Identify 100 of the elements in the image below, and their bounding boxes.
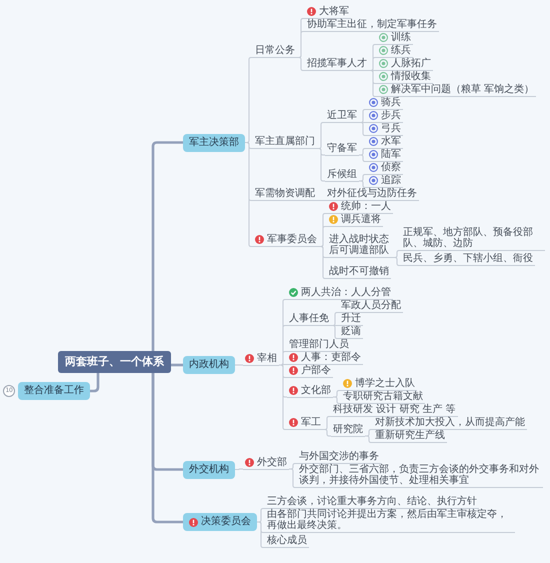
- connector-line: [358, 180, 368, 188]
- main-topic-box: 内政机构: [183, 356, 235, 374]
- subtopic: 与外国交涉的事务: [297, 451, 381, 464]
- connector-line: [358, 122, 368, 136]
- subtopic-label: 侦察: [381, 162, 401, 173]
- subtopic: [367, 149, 403, 162]
- subtopic: [287, 417, 323, 430]
- main-topic-box: 军主决策部: [183, 134, 245, 152]
- subtopic: 近卫军: [325, 110, 359, 123]
- subtopic-label: 人事：吏部令: [301, 352, 361, 363]
- subtopic: 研究院: [331, 424, 365, 436]
- subtopic-label: 陆军: [381, 149, 401, 160]
- subtopic-label: 人脉拓广: [391, 58, 431, 69]
- subtopic: 对新技术加大投入，从而提高产能: [373, 417, 527, 430]
- subtopic: 斥候组: [325, 168, 359, 182]
- subtopic: [305, 6, 351, 19]
- subtopic-label: 解决军中问题（粮草 军饷之类）: [391, 84, 534, 95]
- connector-line: [278, 364, 288, 430]
- subtopic: 军政人员分配: [339, 300, 403, 313]
- main-topic-label: 决策委员会: [201, 516, 251, 528]
- subtopic: 由各部门共同讨论并提出方案，然后由军主审核定夺，再做出最终决策。: [265, 509, 515, 533]
- subtopic: [287, 287, 393, 300]
- subtopic: 招揽军事人才: [305, 58, 369, 71]
- subtopic: 核心成员: [265, 535, 309, 548]
- subtopic: [327, 201, 393, 214]
- subtopic: 科技研发 设计 研究 生产 等: [331, 404, 458, 417]
- connector-line: [392, 257, 402, 266]
- subtopic: 外交部门、三省六部，负责三方会谈的外交事务和对外谈判，并接待外国使节、处理相关事宜: [297, 464, 543, 488]
- connector-line: [296, 57, 306, 71]
- subtopic: [341, 378, 417, 391]
- subtopic: [377, 71, 433, 84]
- subtopic: 协助军主出征，制定军事任务: [305, 19, 439, 32]
- subtopic: [287, 365, 333, 378]
- subtopic: [377, 84, 536, 97]
- subtopic: [287, 352, 363, 365]
- subtopic: [367, 175, 403, 188]
- connector-line: [152, 141, 183, 351]
- subtopic: 军需物资调配: [253, 188, 317, 201]
- subtopic: 重新研究生产线: [373, 430, 447, 443]
- subtopic-label: 水军: [381, 136, 401, 147]
- subtopic-label: 大将军: [319, 6, 349, 17]
- subtopic: [367, 162, 403, 175]
- main-topic-box: 整合准备工作: [18, 382, 90, 400]
- connector-line: [288, 468, 298, 488]
- subtopic: [367, 97, 403, 110]
- subtopic: [367, 110, 403, 123]
- subtopic: 日常公务: [253, 45, 297, 58]
- subtopic-label: 军工: [301, 417, 321, 428]
- subtopic: [377, 58, 433, 71]
- subtopic: 民兵、乡勇、下辖小组、衙役: [401, 253, 535, 266]
- connector-line: [244, 142, 254, 247]
- subtopic: 管理部门人员: [287, 339, 351, 352]
- central-topic-box: 两套班子、一个体系: [58, 351, 171, 373]
- connector-line: [322, 429, 332, 436]
- connector-line: [316, 148, 326, 182]
- subtopic: 升迁: [339, 313, 363, 326]
- subtopic: [287, 384, 333, 398]
- subtopic: [327, 214, 383, 227]
- connector-line: [318, 246, 328, 279]
- connector-line: [234, 364, 244, 366]
- subtopic: [243, 456, 289, 470]
- subtopic-label: 情报收集: [391, 71, 431, 82]
- connector-line: [90, 373, 100, 392]
- subtopic: 人事任免: [287, 313, 331, 326]
- subtopic-label: 调兵遣将: [341, 214, 381, 225]
- subtopic: 贬谪: [339, 326, 363, 339]
- subtopic-label: 文化部: [301, 384, 331, 396]
- subtopic-label: 军事委员会: [267, 234, 317, 245]
- subtopic-label: 步兵: [381, 110, 401, 121]
- connector-line: [171, 364, 183, 366]
- connector-line: [368, 70, 378, 97]
- connector-line: [358, 154, 368, 162]
- subtopic-label: 练兵: [391, 45, 411, 56]
- connector-line: [316, 200, 326, 201]
- subtopic-label: 骑兵: [381, 97, 401, 108]
- connector-line: [332, 396, 342, 404]
- subtopic: [367, 123, 403, 136]
- subtopic: 战时不可撤销: [327, 266, 391, 279]
- subtopic: 守备军: [325, 142, 359, 156]
- subtopic: 进入战时状态后可调遣部队: [327, 234, 393, 258]
- connector-line: [364, 436, 374, 443]
- subtopic: 专职研究古籍文献: [341, 391, 425, 404]
- connector-line: [152, 373, 183, 524]
- subtopic: [377, 32, 413, 45]
- main-topic-box: 外交机构: [183, 460, 235, 478]
- subtopic: [367, 136, 403, 149]
- subtopic: 三方会谈，讨论重大事务方向、结论、执行方针: [265, 496, 479, 509]
- subtopic: [243, 352, 279, 366]
- subtopic: [253, 234, 319, 247]
- subtopic: [377, 45, 413, 58]
- subtopic-label: 宰相: [257, 352, 277, 364]
- subtopic-label: 追踪: [381, 175, 401, 186]
- subtopic-label: 训练: [391, 32, 411, 43]
- subtopic-label: 外交部: [257, 456, 287, 468]
- connector-line: [256, 522, 266, 548]
- subtopic-label: 弓兵: [381, 123, 401, 134]
- subtopic: 军主直属部门: [253, 136, 317, 149]
- connector-line: [330, 325, 340, 339]
- subtopic-label: 博学之士入队: [355, 378, 415, 389]
- subtopic-label: 统帅：一人: [341, 201, 391, 212]
